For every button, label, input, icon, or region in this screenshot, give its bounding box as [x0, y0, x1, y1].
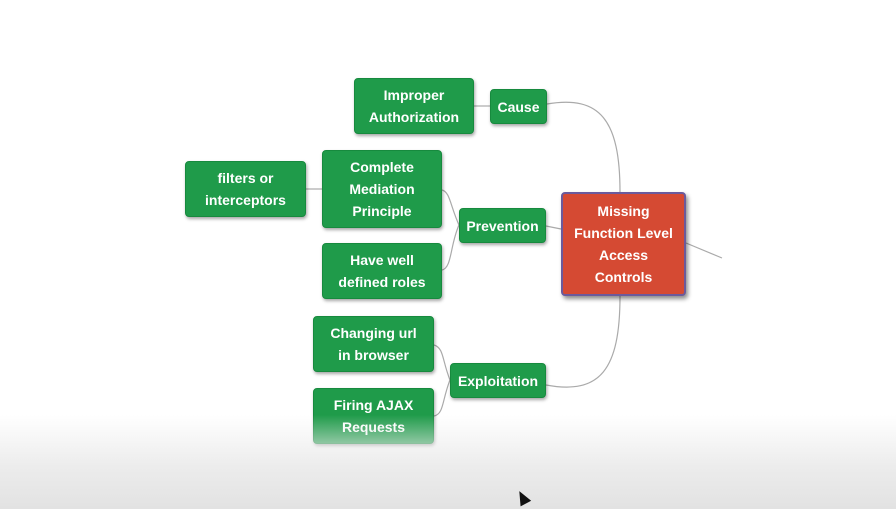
branch-cause[interactable]: Cause: [490, 89, 547, 124]
link-exploit-ajax: [433, 379, 451, 417]
link-prevention-roles: [441, 224, 460, 271]
link-root-cause: [546, 101, 621, 193]
link-root-prevention: [545, 225, 562, 230]
link-exploit-url: [433, 344, 451, 381]
node-improper-authorization[interactable]: Improper Authorization: [354, 78, 474, 134]
node-firing-ajax[interactable]: Firing AJAX Requests: [313, 388, 434, 444]
link-prevention-mediation: [441, 189, 460, 226]
link-root-right: [685, 242, 723, 259]
node-complete-mediation[interactable]: Complete Mediation Principle: [322, 150, 442, 228]
node-well-defined-roles[interactable]: Have well defined roles: [322, 243, 442, 299]
root-node[interactable]: Missing Function Level Access Controls: [561, 192, 686, 296]
branch-prevention[interactable]: Prevention: [459, 208, 546, 243]
node-changing-url[interactable]: Changing url in browser: [313, 316, 434, 372]
link-root-exploitation: [545, 295, 621, 388]
branch-exploitation[interactable]: Exploitation: [450, 363, 546, 398]
node-filters-interceptors[interactable]: filters or interceptors: [185, 161, 306, 217]
